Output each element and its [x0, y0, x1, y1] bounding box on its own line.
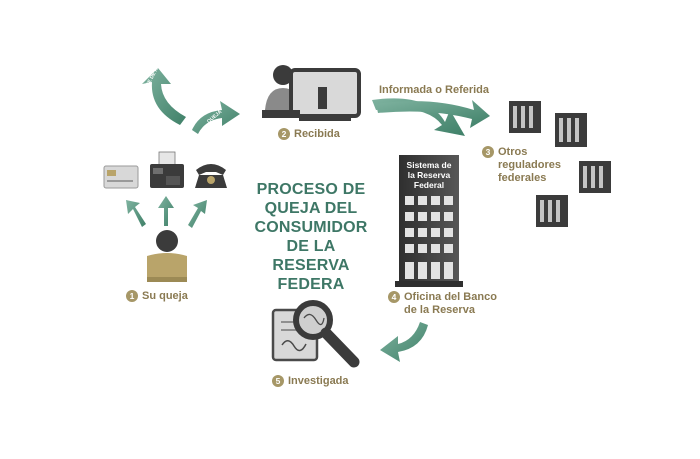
step-label-line: Su queja [142, 290, 188, 302]
investigate-arrow-icon [380, 322, 428, 362]
complaint-arrow-icon [192, 101, 240, 134]
bank-sign-line: Sistema de [406, 160, 452, 170]
federal-reserve-building-icon [395, 155, 463, 287]
step-label-line: Oficina del Banco [404, 291, 497, 303]
title-line: DE LA RESERVA [272, 238, 350, 274]
step-number-badge: 1 [126, 290, 138, 302]
receipt-arrow-icon [142, 68, 186, 125]
title-line: QUEJA DEL [264, 200, 358, 217]
referred-label: Informada o Referida [379, 84, 490, 96]
credit-card-icon [103, 165, 139, 189]
step-number-badge: 4 [388, 291, 400, 303]
step-1-label: 1 Su queja [126, 290, 188, 303]
building-windows [513, 106, 603, 222]
bank-sign-line: Federal [413, 180, 445, 190]
title-line: PROCESO DE [256, 181, 366, 198]
up-arrows-icon [126, 196, 207, 228]
bank-sign-line: la Reserva [407, 170, 451, 180]
person-icon [147, 230, 187, 282]
bank-sign: Sistema de la Reserva Federal [402, 160, 456, 190]
magnifying-glass-document-icon [271, 300, 360, 368]
computer-agent-icon [262, 65, 361, 121]
step-number-badge: 2 [278, 128, 290, 140]
step-number-badge: 5 [272, 375, 284, 387]
diagram-title: PROCESO DE QUEJA DEL CONSUMIDOR DE LA RE… [246, 180, 376, 294]
step-label-line: federales [498, 172, 547, 184]
step-label-line: Recibida [294, 128, 340, 140]
title-line: CONSUMIDOR [254, 219, 368, 236]
step-label-line: reguladores [498, 159, 561, 171]
step-3-label: 3 Otros reguladores federales [482, 146, 561, 185]
title-line: FEDERA [277, 276, 345, 293]
step-4-label: 4 Oficina del Banco de la Reserva [388, 291, 497, 317]
fax-icon [150, 151, 184, 188]
referred-arrow-icon [372, 98, 490, 136]
step-label-line: Otros [498, 146, 528, 158]
telephone-icon [195, 164, 227, 188]
step-label-line: Investigada [288, 375, 349, 387]
step-2-label: 2 Recibida [278, 128, 340, 141]
step-number-badge: 3 [482, 146, 494, 158]
step-label-line: de la Reserva [404, 304, 475, 316]
step-5-label: 5 Investigada [272, 375, 349, 388]
